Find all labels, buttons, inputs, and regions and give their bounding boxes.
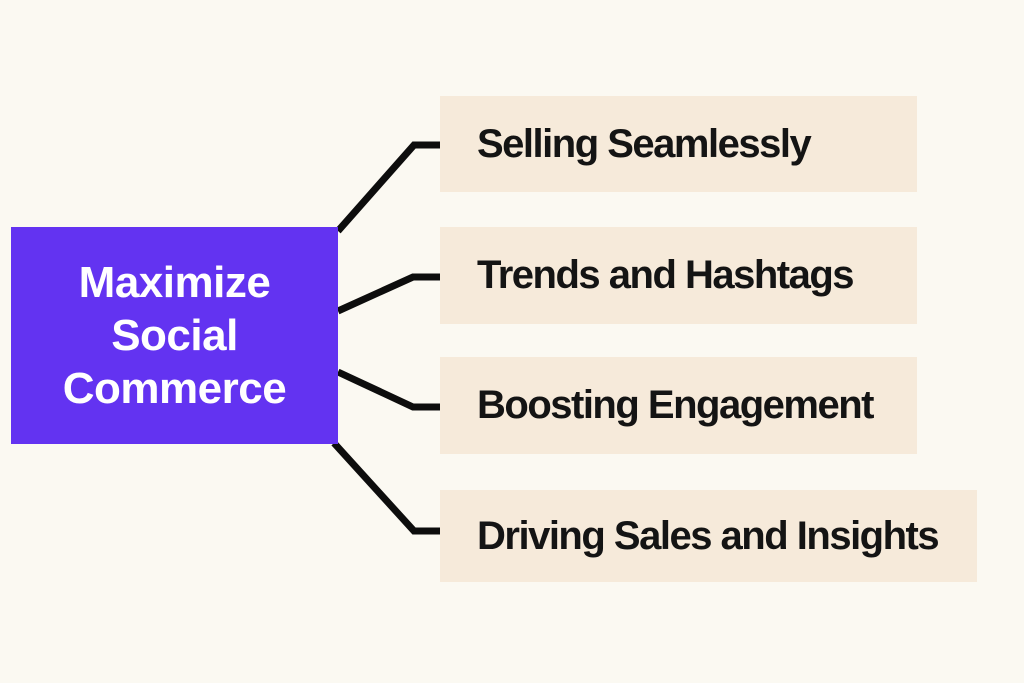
- center-node-label-line: Social: [111, 311, 238, 360]
- branch-node-label: Trends and Hashtags: [477, 253, 855, 297]
- branch-node-selling-seamlessly: Selling Seamlessly: [440, 96, 917, 192]
- branch-node-label: Driving Sales and Insights: [477, 513, 940, 558]
- connector-branch-2: [336, 273, 442, 315]
- branch-node-driving-sales-and-insights: Driving Sales and Insights: [440, 490, 977, 582]
- connector-branch-3: [336, 368, 442, 411]
- center-node-label-line: Maximize: [78, 258, 271, 307]
- branch-node-label: Boosting Engagement: [477, 383, 874, 427]
- branch-node-boosting-engagement: Boosting Engagement: [440, 357, 917, 454]
- branch-node-trends-and-hashtags: Trends and Hashtags: [440, 227, 917, 324]
- connector-branch-4: [331, 440, 442, 535]
- center-node-maximize-social-commerce: Maximize Social Commerce: [11, 227, 338, 444]
- branch-node-label: Selling Seamlessly: [477, 121, 812, 166]
- connector-branch-1: [335, 141, 442, 234]
- center-node-label-line: Commerce: [62, 364, 287, 413]
